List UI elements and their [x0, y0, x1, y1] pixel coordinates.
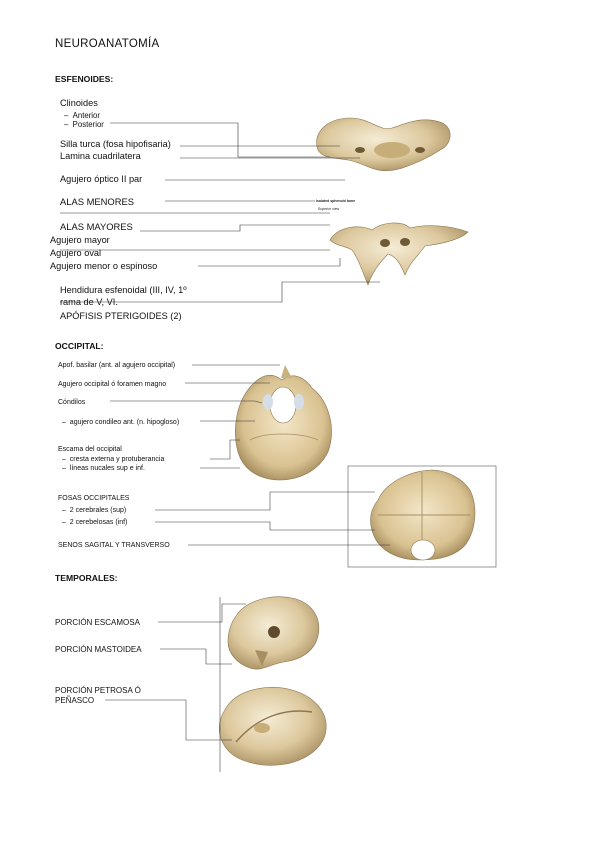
label-hendidura: Hendidura esfenoidal (III, IV, 1º — [60, 285, 187, 295]
leader-lines-esfenoides — [60, 122, 380, 303]
occipital-external-image — [235, 365, 332, 481]
section-heading-esfenoides: ESFENOIDES: — [55, 74, 114, 84]
label-agujero-menor: Agujero menor o espinoso — [50, 261, 158, 271]
list-item: – líneas nucales sup e inf. — [62, 465, 145, 472]
leader-lines-occipital — [110, 364, 390, 546]
label-escama: Escama del occipital — [58, 446, 122, 453]
sphenoid-superior-image — [316, 117, 451, 172]
section-heading-temporales: TEMPORALES: — [55, 573, 118, 583]
label-senos: SENOS SAGITAL Y TRANSVERSO — [58, 542, 170, 549]
label-agujero-occipital: Agujero occipital ó foramen magno — [58, 381, 167, 388]
label-lamina: Lamina cuadrilatera — [60, 151, 141, 161]
sphenoid-posterior-image — [329, 222, 469, 286]
label-petrosa-cont: PEÑASCO — [55, 696, 95, 705]
page-title: NEUROANATOMÍA — [55, 38, 160, 50]
label-escamosa: PORCIÓN ESCAMOSA — [55, 618, 140, 627]
label-mastoidea: PORCIÓN MASTOIDEA — [55, 645, 142, 654]
temporal-internal-image — [218, 687, 327, 766]
label-alas-menores: ALAS MENORES — [60, 196, 134, 207]
leader-lines-temporales — [105, 597, 246, 772]
label-agujero-mayor: Agujero mayor — [50, 235, 110, 245]
sphenoid-caption: Isolated sphenoid bone — [316, 199, 355, 203]
label-agujero-oval: Agujero oval — [50, 248, 102, 258]
label-agujero-optico: Agujero óptico II par — [60, 174, 143, 184]
occipital-internal-image — [347, 465, 497, 568]
sphenoid-caption-view: Superior view — [318, 207, 340, 211]
label-condilos: Cóndilos — [58, 399, 86, 406]
label-fosas: FOSAS OCCIPITALES — [58, 495, 130, 502]
list-item: – Posterior — [64, 120, 104, 129]
label-condileo: – agujero condileo ant. (n. hipogloso) — [62, 419, 180, 426]
list-item: – 2 cerebrales (sup) — [62, 507, 127, 514]
label-silla-turca: Silla turca (fosa hipofisaria) — [60, 139, 171, 149]
temporal-lateral-image — [227, 596, 320, 670]
label-clinoides: Clinoides — [60, 98, 98, 108]
section-heading-occipital: OCCIPITAL: — [55, 341, 104, 351]
label-petrosa: PORCIÓN PETROSA Ó — [55, 686, 141, 695]
label-alas-mayores: ALAS MAYORES — [60, 221, 133, 232]
list-item: – 2 cerebelosas (inf) — [62, 519, 128, 526]
list-item: – Anterior — [64, 111, 100, 120]
label-apof-basilar: Apof. basilar (ant. al agujero occipital… — [58, 362, 176, 369]
label-apofisis: APÓFISIS PTERIGOIDES (2) — [60, 311, 182, 321]
list-item: – cresta externa y protuberancia — [62, 456, 165, 463]
